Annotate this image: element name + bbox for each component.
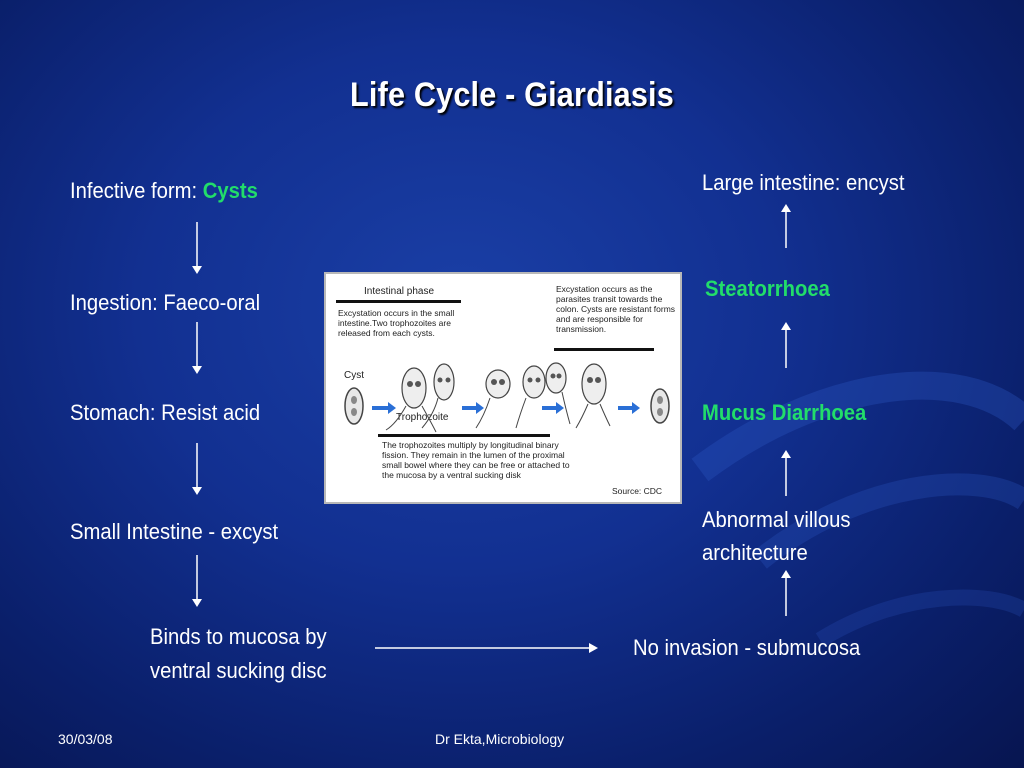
down-arrow-icon [192,322,202,374]
binds-line-2: ventral sucking disc [150,658,327,683]
figure-cyst-label: Cyst [344,370,364,381]
no-invasion-text: No invasion - submucosa [633,635,861,660]
cysts-highlight: Cysts [202,178,258,203]
slide-title: Life Cycle - Giardiasis [350,76,674,114]
footer-author: Dr Ekta,Microbiology [435,731,565,747]
footer-date: 30/03/08 [58,731,113,747]
up-arrow-icon [781,570,791,616]
figure-heading: Intestinal phase [364,286,435,297]
large-intestine-text: Large intestine: encyst [702,170,905,195]
down-arrow-icon [192,222,202,274]
infective-form-label: Infective form: [70,178,203,203]
down-arrow-icon [192,443,202,495]
figure-right-text: Excystation occurs as the parasites tran… [556,284,676,334]
steatorrhoea-text: Steatorrhoea [705,276,830,301]
abnormal-line-2: architecture [702,540,808,565]
small-intestine-text: Small Intestine - excyst [70,519,279,544]
giardia-illustration [344,362,670,433]
ingestion-text: Ingestion: Faeco-oral [70,290,261,315]
up-arrow-icon [781,450,791,496]
abnormal-line-1: Abnormal villous [702,507,851,532]
right-arrow-icon [375,643,598,653]
figure-left-text: Excystation occurs in the small intestin… [338,308,455,338]
figure-divider [554,348,654,351]
intestinal-phase-figure: Intestinal phase Excystation occurs in t… [324,272,682,504]
stomach-text: Stomach: Resist acid [70,400,261,425]
mucus-diarrhoea-text: Mucus Diarrhoea [702,400,867,425]
figure-divider [336,300,461,303]
figure-source: Source: CDC [612,486,663,496]
figure-divider [378,434,550,437]
infective-form-text: Infective form: Cysts [70,174,258,207]
up-arrow-icon [781,322,791,368]
figure-bottom-text: The trophozoites multiply by longitudina… [382,440,570,480]
up-arrow-icon [781,204,791,248]
binds-line-1: Binds to mucosa by [150,624,327,649]
figure-trophozoite-label: Trophozoite [396,412,449,423]
down-arrow-icon [192,555,202,607]
